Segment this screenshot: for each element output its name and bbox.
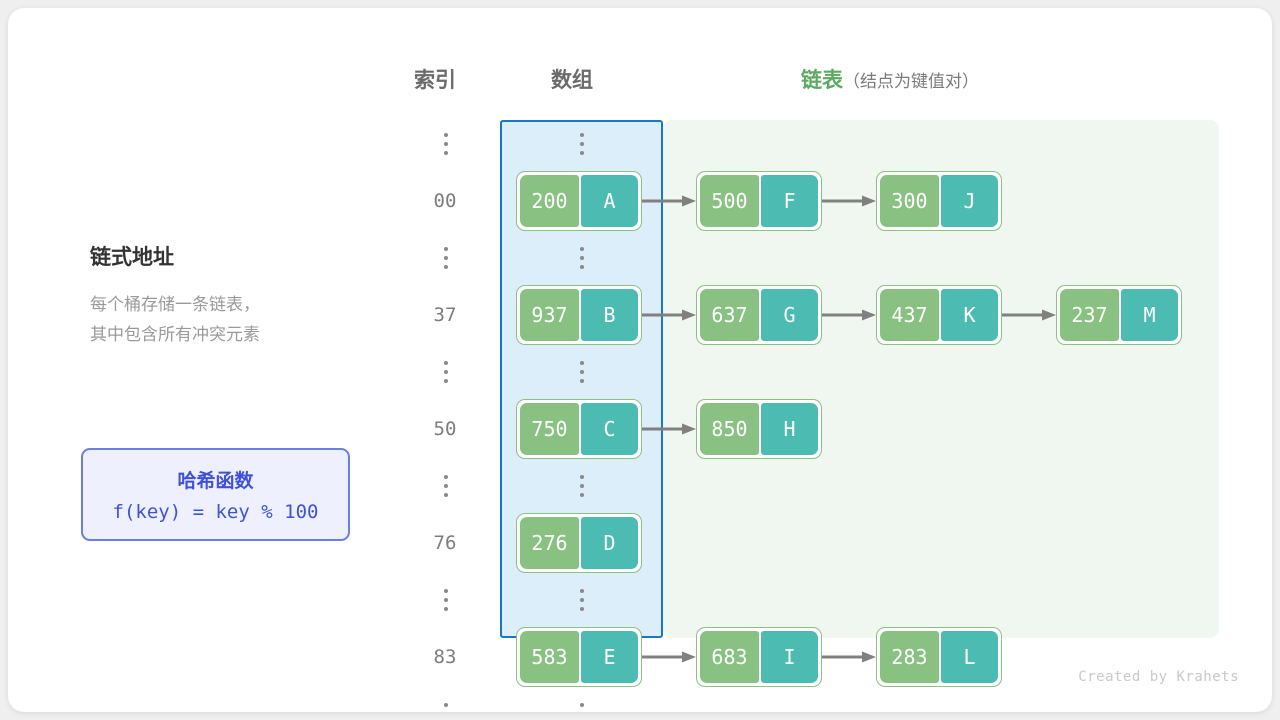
vertical-ellipsis-icon bbox=[441, 462, 451, 510]
node-value: L bbox=[940, 631, 998, 683]
hash-function-formula: f(key) = key % 100 bbox=[112, 501, 319, 523]
vertical-ellipsis-icon bbox=[441, 690, 451, 712]
description-line-2: 其中包含所有冲突元素 bbox=[90, 325, 260, 344]
hash-function-box: 哈希函数 f(key) = key % 100 bbox=[81, 448, 350, 541]
footer-credit: Created by Krahets bbox=[1078, 669, 1239, 685]
chain-arrow-icon bbox=[822, 651, 876, 663]
node-key: 683 bbox=[700, 631, 759, 683]
vertical-ellipsis-icon bbox=[441, 234, 451, 282]
header-linked-list: 链表（结点为键值对） bbox=[801, 64, 979, 94]
node-value: B bbox=[580, 289, 638, 341]
vertical-ellipsis-icon bbox=[577, 690, 587, 712]
node-value: I bbox=[760, 631, 818, 683]
description-title: 链式地址 bbox=[90, 246, 174, 269]
chain-arrow-icon bbox=[822, 195, 876, 207]
vertical-ellipsis-icon bbox=[577, 234, 587, 282]
node-value: C bbox=[580, 403, 638, 455]
vertical-ellipsis-icon bbox=[577, 348, 587, 396]
ellipsis-row bbox=[8, 462, 1272, 510]
bucket-index-label: 00 bbox=[433, 190, 457, 212]
header-linked-list-main: 链表 bbox=[801, 69, 843, 92]
bucket-index-label: 37 bbox=[433, 304, 457, 326]
description-body: 每个桶存储一条链表， 其中包含所有冲突元素 bbox=[90, 290, 260, 350]
node-value: J bbox=[940, 175, 998, 227]
vertical-ellipsis-icon bbox=[441, 348, 451, 396]
chain-arrow-icon bbox=[642, 195, 696, 207]
node-key: 200 bbox=[520, 175, 579, 227]
bucket-index-label: 76 bbox=[433, 532, 457, 554]
node-value: M bbox=[1120, 289, 1178, 341]
node-key: 437 bbox=[880, 289, 939, 341]
node-key: 583 bbox=[520, 631, 579, 683]
node-key: 750 bbox=[520, 403, 579, 455]
bucket-index-label: 83 bbox=[433, 646, 457, 668]
chain-arrow-icon bbox=[642, 423, 696, 435]
hash-function-title: 哈希函数 bbox=[177, 471, 254, 492]
node-key: 237 bbox=[1060, 289, 1119, 341]
node-value: G bbox=[760, 289, 818, 341]
vertical-ellipsis-icon bbox=[441, 120, 451, 168]
ellipsis-row bbox=[8, 120, 1272, 168]
node-key: 937 bbox=[520, 289, 579, 341]
header-index: 索引 bbox=[414, 69, 456, 92]
node-key: 300 bbox=[880, 175, 939, 227]
vertical-ellipsis-icon bbox=[577, 576, 587, 624]
diagram-card: 索引 数组 链表（结点为键值对） 链式地址 每个桶存储一条链表， 其中包含所有冲… bbox=[8, 8, 1272, 712]
bucket-index-label: 50 bbox=[433, 418, 457, 440]
node-key: 276 bbox=[520, 517, 579, 569]
ellipsis-row bbox=[8, 690, 1272, 712]
ellipsis-row bbox=[8, 348, 1272, 396]
chain-arrow-icon bbox=[822, 309, 876, 321]
node-value: D bbox=[580, 517, 638, 569]
vertical-ellipsis-icon bbox=[577, 462, 587, 510]
chain-arrow-icon bbox=[642, 309, 696, 321]
vertical-ellipsis-icon bbox=[577, 120, 587, 168]
node-key: 500 bbox=[700, 175, 759, 227]
node-value: K bbox=[940, 289, 998, 341]
vertical-ellipsis-icon bbox=[441, 576, 451, 624]
node-key: 637 bbox=[700, 289, 759, 341]
header-linked-list-sub: （结点为键值对） bbox=[843, 72, 979, 91]
chain-arrow-icon bbox=[1002, 309, 1056, 321]
header-array: 数组 bbox=[551, 69, 593, 92]
node-value: E bbox=[580, 631, 638, 683]
description-line-1: 每个桶存储一条链表， bbox=[90, 295, 260, 314]
node-key: 283 bbox=[880, 631, 939, 683]
node-value: F bbox=[760, 175, 818, 227]
ellipsis-row bbox=[8, 576, 1272, 624]
node-value: H bbox=[760, 403, 818, 455]
node-value: A bbox=[580, 175, 638, 227]
ellipsis-row bbox=[8, 234, 1272, 282]
node-key: 850 bbox=[700, 403, 759, 455]
chain-arrow-icon bbox=[642, 651, 696, 663]
